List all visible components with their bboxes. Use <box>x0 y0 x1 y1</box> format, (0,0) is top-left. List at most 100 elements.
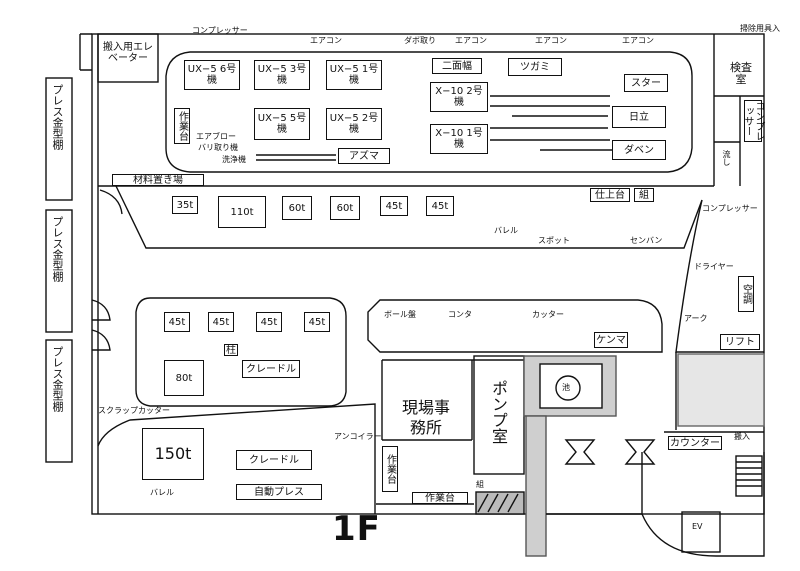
left-door-arc-1 <box>91 299 111 321</box>
elevator-label: 搬入用エレベーター <box>103 42 153 64</box>
ev-label: EV <box>692 522 703 531</box>
auto-press-box: 自動プレス <box>236 484 322 500</box>
left-door-arc-2 <box>91 329 111 351</box>
elevator-box <box>97 33 159 83</box>
lower-zone-outline <box>97 403 376 514</box>
machine-area-outline <box>165 51 693 173</box>
fixture-hourglass-1 <box>564 439 596 465</box>
cradle-1-box: クレードル <box>242 360 300 378</box>
shelf-box-2 <box>45 209 73 333</box>
floor-label: 1F <box>332 509 381 549</box>
zairyo-box: 材料置き場 <box>112 174 204 186</box>
ev-box <box>681 511 721 553</box>
pond-label: 池 <box>562 383 570 392</box>
senban-label: センバン <box>630 236 663 245</box>
compressor-2-label: コンプレッサー <box>702 204 758 213</box>
office-label: 現場事務所 <box>401 398 450 437</box>
press-45-2-box: 45t <box>208 312 234 332</box>
press-80-box: 80t <box>164 360 204 396</box>
press-45-4-box: 45t <box>304 312 330 332</box>
bari-label: バリ取り機 <box>198 143 238 152</box>
ux5-5-box: UX−5 5号機 <box>254 108 310 140</box>
sagyodai-box: 作業台 <box>174 108 190 144</box>
daven-box: ダベン <box>612 140 666 160</box>
counter-box: カウンター <box>668 436 722 450</box>
toilet-area <box>677 353 765 427</box>
hitachi-box: 日立 <box>612 106 666 128</box>
machine-block-outline <box>367 299 663 353</box>
shelf-box-3 <box>45 339 73 463</box>
kucho-box: 空調 <box>738 276 754 312</box>
shelf-label-3: プレス金型棚 <box>51 346 64 412</box>
scrap-cutter-label: スクラップカッター <box>98 406 170 415</box>
ux5-3-box: UX−5 3号機 <box>254 60 310 90</box>
hatch-4 <box>507 493 519 513</box>
lift-box: リフト <box>720 334 760 350</box>
aircon-label-1: エアコン <box>310 36 342 45</box>
outer-wall <box>91 33 765 515</box>
spot-label: スポット <box>538 236 570 245</box>
dryer-label: ドライヤー <box>694 262 734 271</box>
press-60b-box: 60t <box>330 196 360 220</box>
barrel-label: バレル <box>494 226 518 235</box>
ball-ban-label: ボール盤 <box>384 310 416 319</box>
right-service-block <box>675 199 764 353</box>
kensashitsu-label: 検査室 <box>730 61 752 86</box>
cradle-2-box: クレードル <box>236 450 312 470</box>
cleaning-label: 掃除用具入 <box>740 24 780 33</box>
fixture-hourglass-2 <box>624 439 656 465</box>
pillar-box: 柱 <box>224 344 238 356</box>
shelf-label-2: プレス金型棚 <box>51 216 64 282</box>
press-island-outline <box>135 297 347 407</box>
press-45b-box: 45t <box>426 196 454 216</box>
sagyodai-v-box: 作業台 <box>382 446 398 492</box>
pump-room-label: ポンプ室 <box>489 380 508 444</box>
hatch-3 <box>497 493 509 513</box>
tsugami-box: ツガミ <box>508 58 562 76</box>
shiagedai-box: 仕上台 <box>590 188 630 202</box>
ux5-2-box: UX−5 2号機 <box>326 108 382 140</box>
arc-label: アーク <box>684 314 708 323</box>
azuma-box: アズマ <box>338 148 390 164</box>
air-blow-label: エアブロー <box>196 132 236 141</box>
aircon-label-2: エアコン <box>455 36 487 45</box>
dabo-label: ダボ取り <box>404 36 436 45</box>
hatched-area <box>475 491 525 515</box>
konta-label: コンタ <box>448 310 472 319</box>
pond-inner <box>539 363 603 409</box>
star-box: スター <box>624 74 668 92</box>
pond-channel <box>525 415 547 557</box>
barrel-2-label: バレル <box>150 488 174 497</box>
press-row-outline <box>115 185 703 249</box>
top-left-stub <box>79 33 92 71</box>
press-150-box: 150t <box>142 428 204 480</box>
compressor-top-label: コンプレッサー <box>192 26 248 35</box>
stairs <box>735 455 763 497</box>
press-45-3-box: 45t <box>256 312 282 332</box>
pond-circle <box>555 375 581 401</box>
press-45a-box: 45t <box>380 196 408 216</box>
shelf-label-1: プレス金型棚 <box>51 84 64 150</box>
senjo-label: 洗浄機 <box>222 155 246 164</box>
sagyodai-h-box: 作業台 <box>412 492 468 504</box>
aircon-label-4: エアコン <box>622 36 654 45</box>
hatch-2 <box>487 493 499 513</box>
nimen-box: 二面幅 <box>432 58 482 74</box>
compressor-box: コンプレッサー <box>742 100 764 142</box>
press-60a-box: 60t <box>282 196 312 220</box>
aircon-label-3: エアコン <box>535 36 567 45</box>
hatch-1 <box>477 493 489 513</box>
cutter-label: カッター <box>532 310 564 319</box>
ux5-1-box: UX−5 1号機 <box>326 60 382 90</box>
kumi-box: 組 <box>634 188 654 202</box>
uncoiler-label: アンコイラー <box>334 432 382 441</box>
press-35-box: 35t <box>172 196 198 214</box>
ev-shaft-outline <box>641 452 765 557</box>
middle-door-arc <box>99 189 123 215</box>
x10-2-box: X−10 2号機 <box>430 82 488 112</box>
nagashi-label: 流し <box>722 150 731 166</box>
press-110-box: 110t <box>218 196 266 228</box>
press-45-1-box: 45t <box>164 312 190 332</box>
hannyu-label: 搬入 <box>734 432 750 441</box>
